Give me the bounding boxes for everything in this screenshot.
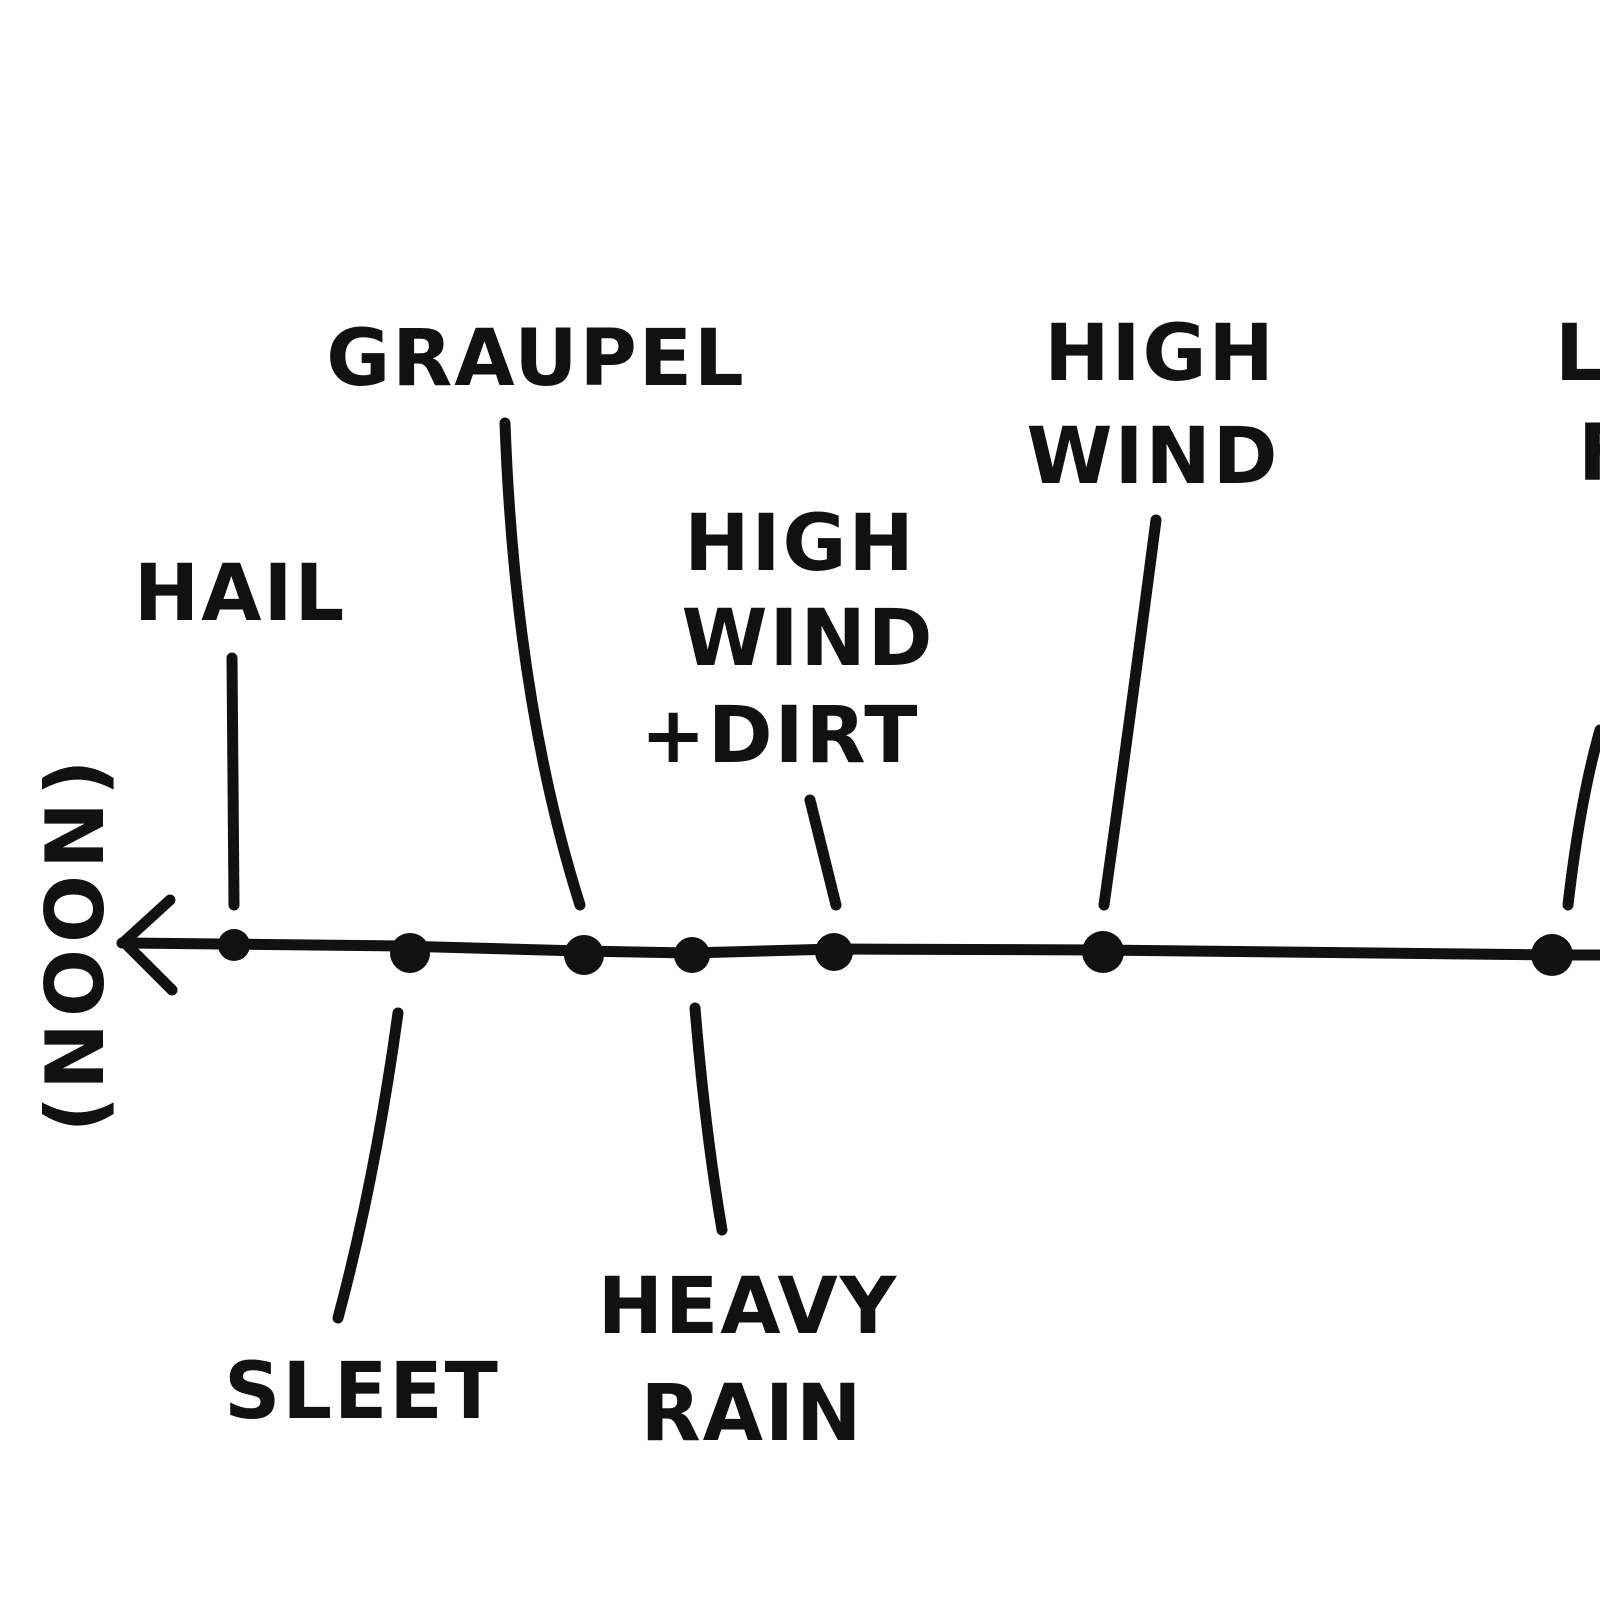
event-high-wind-dirt-leader — [804, 794, 842, 911]
event-cut-off-dot — [1531, 934, 1573, 976]
event-heavy-rain-label-line1: HEAVY — [598, 1262, 898, 1352]
event-graupel-label: GRAUPEL — [326, 314, 746, 404]
noon-label-text: (NOON) — [29, 753, 122, 1132]
event-high-wind-dirt: HIGH WIND +DIRT — [641, 499, 934, 971]
event-heavy-rain-dot — [674, 937, 710, 973]
event-hail: HAIL — [134, 549, 346, 961]
event-heavy-rain-leader — [689, 1002, 728, 1236]
event-hail-dot — [218, 929, 250, 961]
event-high-wind-label-line1: HIGH — [1044, 309, 1276, 399]
event-high-wind-dirt-label-line2: WIND — [681, 594, 934, 684]
event-hail-label: HAIL — [134, 549, 346, 639]
event-cut-off-leader — [1562, 724, 1600, 911]
event-high-wind-dot — [1082, 931, 1124, 973]
event-cut-off: L F — [1531, 309, 1600, 976]
event-graupel-dot — [564, 935, 604, 975]
event-high-wind-dirt-label-line1: HIGH — [684, 499, 916, 589]
event-high-wind-label-line2: WIND — [1026, 412, 1279, 502]
event-graupel-leader — [499, 417, 586, 911]
event-cut-off-label-line2: F — [1578, 409, 1600, 499]
event-heavy-rain-label-line2: RAIN — [641, 1369, 864, 1459]
timeline-arrowhead — [118, 894, 178, 996]
event-sleet-leader — [332, 1007, 404, 1324]
event-graupel: GRAUPEL — [326, 314, 746, 975]
noon-label: (NOON) — [29, 753, 122, 1132]
event-sleet: SLEET — [224, 933, 500, 1437]
event-hail-leader — [226, 652, 240, 911]
timeline-axis — [116, 937, 1600, 961]
event-heavy-rain: HEAVY RAIN — [598, 937, 898, 1459]
event-high-wind-leader — [1098, 514, 1162, 911]
event-sleet-dot — [390, 933, 430, 973]
event-high-wind: HIGH WIND — [1026, 309, 1279, 973]
event-sleet-label: SLEET — [224, 1347, 500, 1437]
event-high-wind-dirt-label-line3: +DIRT — [641, 691, 920, 781]
event-cut-off-label-line1: L — [1555, 309, 1600, 399]
event-high-wind-dirt-dot — [815, 933, 853, 971]
